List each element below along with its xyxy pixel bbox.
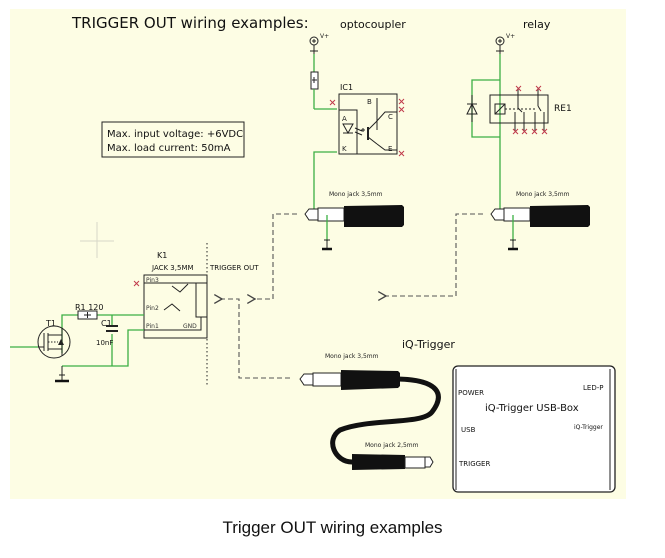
- trigger-out-circuit: K1 JACK 3,5MM TRIGGER OUT Pin3 Pin2 Pin1…: [10, 243, 259, 385]
- usb-box: [452, 365, 616, 493]
- trigger-port-label: TRIGGER: [458, 460, 490, 468]
- spec-box: Max. input voltage: +6VDC Max. load curr…: [101, 121, 245, 158]
- k1-pin1: Pin1: [146, 323, 159, 330]
- iq-port-label: iQ-Trigger: [574, 424, 603, 431]
- no-connect-marks: [512, 85, 548, 135]
- pin-k: K: [342, 145, 347, 153]
- diode-icon: [466, 102, 478, 115]
- k1-pin3: Pin3: [146, 277, 159, 284]
- relay-jack-label: Mono jack 3,5mm: [516, 191, 570, 198]
- crosshair-mark: [80, 222, 114, 258]
- mosfet-icon: [37, 325, 71, 359]
- r1-label: R1 120: [75, 303, 103, 312]
- pin-a: A: [342, 115, 347, 123]
- iq-trigger-section: iQ-Trigger Mono jack 3,5mm Mono jack 2,5…: [299, 338, 616, 493]
- k1-ref: K1: [157, 251, 167, 260]
- relay-body: [489, 94, 549, 124]
- figure-caption: Trigger OUT wiring examples: [222, 518, 443, 537]
- c1-label: C1: [101, 319, 112, 328]
- cable-jack-b-label: Mono jack 2,5mm: [365, 442, 419, 449]
- cable-jack-a-label: Mono jack 3,5mm: [325, 353, 379, 360]
- k1-part: JACK 3,5MM: [151, 264, 194, 272]
- spec-max-current: Max. load current: 50mA: [107, 143, 231, 154]
- trigger-out-label: TRIGGER OUT: [209, 264, 259, 272]
- connection-lines: [222, 213, 483, 379]
- led-label: LED-P: [583, 384, 603, 392]
- jack-plug-icon: [424, 456, 434, 468]
- k1-pin2: Pin2: [146, 305, 159, 312]
- no-connect-marks: [329, 98, 405, 157]
- re1-label: RE1: [554, 104, 572, 114]
- t1-label: T1: [45, 319, 56, 328]
- usb-port-label: USB: [461, 426, 476, 434]
- iq-trigger-heading: iQ-Trigger: [402, 338, 455, 351]
- usb-box-title: iQ-Trigger USB-Box: [485, 403, 579, 414]
- ic1-label: IC1: [340, 83, 353, 92]
- relay-heading: relay: [523, 18, 551, 31]
- supply-label: V+: [320, 33, 329, 40]
- c1-value: 10nF: [96, 339, 113, 347]
- led-icon: [342, 123, 354, 135]
- supply-label: V+: [506, 33, 515, 40]
- pin-c: C: [388, 113, 393, 121]
- optocoupler-jack-label: Mono jack 3,5mm: [329, 191, 383, 198]
- pin-b: B: [367, 98, 372, 106]
- relay-circuit: relay V+ RE1 Mon: [466, 18, 590, 251]
- power-port-label: POWER: [458, 389, 484, 397]
- cable: [330, 376, 441, 465]
- optocoupler-heading: optocoupler: [340, 18, 406, 31]
- pin-e: E: [388, 145, 392, 153]
- k1-gnd: GND: [183, 323, 197, 330]
- diagram-title: TRIGGER OUT wiring examples:: [71, 14, 309, 32]
- optocoupler-circuit: optocoupler V+ IC1 A K B C E: [304, 18, 406, 251]
- spec-max-voltage: Max. input voltage: +6VDC: [107, 129, 243, 140]
